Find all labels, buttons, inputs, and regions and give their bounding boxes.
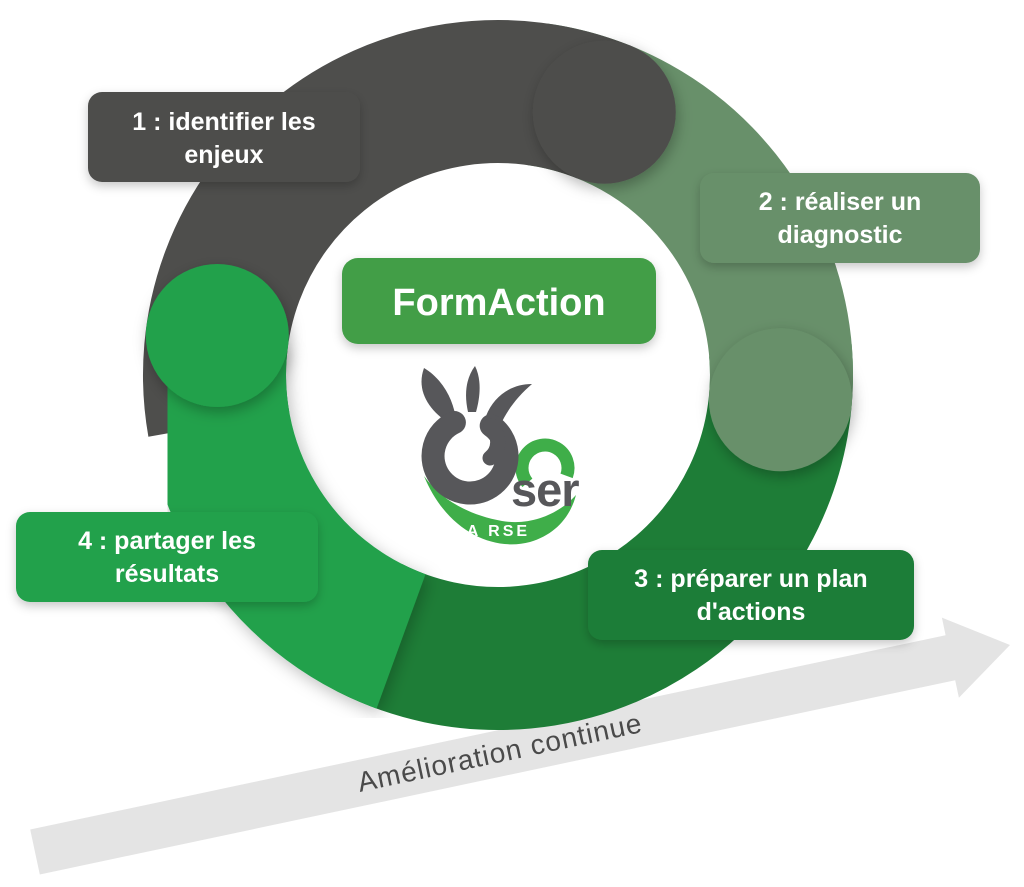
step-1-box: [88, 92, 360, 182]
formaction-box: [342, 258, 656, 344]
step-2-label: 2 : réaliser un diagnostic: [700, 173, 980, 263]
step-4-line2: résultats: [115, 560, 219, 588]
step-2-box: [700, 173, 980, 263]
logo-droplet-right-icon: [486, 384, 532, 426]
segment-1-endcap: [532, 40, 676, 184]
arrow-shape: [30, 617, 1010, 875]
logo-swoosh: [424, 476, 576, 545]
logo-word: ser: [511, 463, 579, 516]
step-2-line2: diagnostic: [777, 221, 902, 249]
step-4-box: [16, 512, 318, 602]
segment-4-endcap: [145, 264, 289, 407]
step-3-line2: d'actions: [697, 598, 806, 626]
segment-2-endcap: [708, 328, 852, 472]
step-4-label: 4 : partager les résultats: [16, 512, 318, 602]
logo-droplet-left-icon: [421, 368, 456, 424]
logo-droplet-middle-icon: [466, 366, 480, 412]
step-2-line1: 2 : réaliser un: [759, 188, 922, 216]
step-3-label: 3 : préparer un plan d'actions: [588, 550, 914, 640]
step-1-label: 1 : identifier les enjeux: [88, 92, 360, 182]
logo-tagline: LA RSE: [454, 523, 530, 540]
step-1-line1: 1 : identifier les: [132, 108, 315, 136]
oser-la-rse-logo: ser LA RSE: [421, 366, 580, 545]
step-3-box: [588, 550, 914, 640]
logo-green-ring-icon: [515, 438, 575, 487]
logo-o-swirl-icon: [421, 411, 519, 505]
formaction-label: FormAction: [392, 282, 605, 324]
step-1-line2: enjeux: [184, 141, 263, 169]
formaction-button: FormAction: [342, 258, 656, 344]
step-3-line1: 3 : préparer un plan: [634, 565, 867, 593]
logo-o-curl-icon: [482, 418, 506, 466]
step-4-line1: 4 : partager les: [78, 527, 256, 555]
